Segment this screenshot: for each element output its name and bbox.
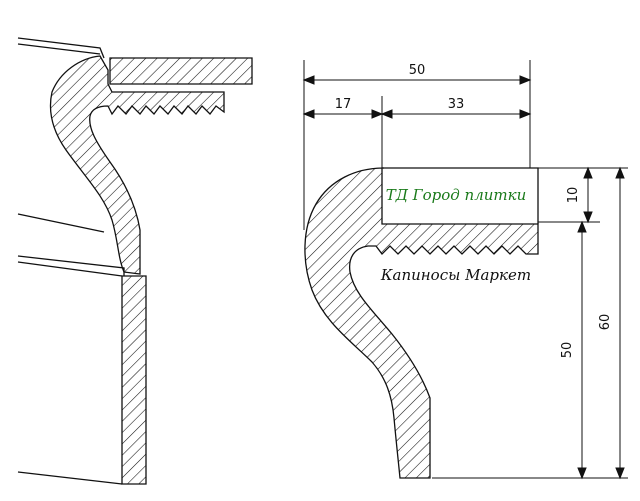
dim-lower-height: 50 <box>560 342 575 359</box>
upper-tile-section <box>109 57 253 85</box>
subtitle-caption: Капиносы Маркет <box>380 266 531 284</box>
brand-caption: ТД Город плитки <box>386 186 527 204</box>
dim-total-height: 60 <box>598 314 613 331</box>
riser-section <box>121 275 147 485</box>
right-nosing-profile <box>304 167 539 479</box>
installed-assembly <box>17 37 253 485</box>
dim-overall-width: 50 <box>409 63 426 78</box>
dim-right-width: 33 <box>448 97 465 112</box>
profile-section <box>304 167 539 479</box>
floor-lines <box>17 213 125 485</box>
dim-left-width: 17 <box>335 97 352 112</box>
tile-surface-lines <box>17 37 105 59</box>
dim-top-height: 10 <box>566 187 581 204</box>
left-nosing-profile <box>49 55 225 275</box>
dimension-lines <box>302 60 628 480</box>
brand-caption-background <box>385 182 525 206</box>
